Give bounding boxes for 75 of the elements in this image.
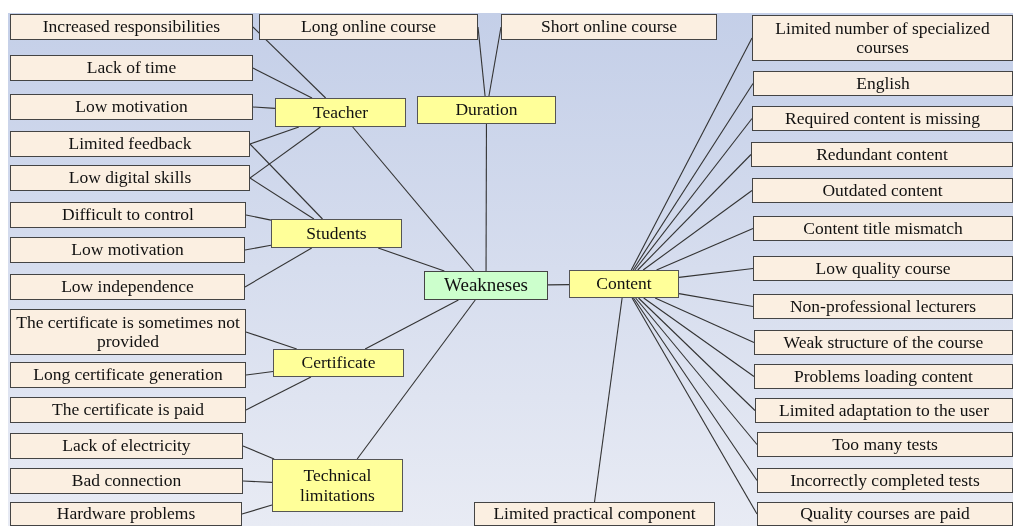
connector-line [242, 480, 273, 483]
connector-line [245, 370, 274, 376]
issue-box: Low motivation [10, 94, 253, 120]
connector-line [593, 297, 623, 503]
issue-box: Weak structure of the course [754, 330, 1013, 355]
issue-box: Incorrectly completed tests [757, 468, 1013, 493]
connector-line [352, 126, 475, 272]
connector-line [356, 299, 476, 460]
issue-box: Low digital skills [10, 165, 250, 191]
issue-box: Long certificate generation [10, 362, 246, 388]
connector-line [547, 284, 570, 286]
category-box: Content [569, 270, 679, 298]
issue-box: Outdated content [752, 178, 1013, 203]
connector-line [245, 376, 312, 411]
category-box: Certificate [273, 349, 404, 377]
connector-line [485, 123, 487, 272]
issue-box: Bad connection [10, 468, 243, 494]
connector-line [249, 126, 300, 145]
connector-line [245, 331, 298, 350]
category-box: Technical limitations [272, 459, 403, 512]
connector-line [242, 445, 275, 460]
issue-box: Limited feedback [10, 131, 250, 157]
category-box: Teacher [275, 98, 406, 127]
connector-line [678, 293, 754, 308]
connector-line [252, 67, 313, 99]
issue-box: English [753, 71, 1013, 96]
connector-line [630, 37, 753, 271]
connector-line [654, 297, 755, 344]
central-topic-box: Weakneses [424, 271, 548, 300]
connector-line [642, 189, 753, 271]
issue-box: Limited adaptation to the user [755, 398, 1013, 423]
issue-box: Low independence [10, 274, 245, 300]
issue-box: Non-professional lecturers [753, 294, 1013, 319]
connector-line [631, 297, 758, 515]
issue-box: The certificate is paid [10, 397, 246, 423]
issue-box: Short online course [501, 14, 717, 40]
issue-box: Redundant content [751, 142, 1013, 167]
connector-line [241, 504, 273, 515]
issue-box: Lack of electricity [10, 433, 243, 459]
issue-box: Quality courses are paid [757, 502, 1013, 526]
connector-line [637, 297, 756, 412]
connector-line [377, 247, 445, 272]
connector-line [656, 227, 754, 271]
connector-line [634, 117, 753, 271]
category-box: Duration [417, 96, 556, 124]
issue-box: Lack of time [10, 55, 253, 81]
connector-line [245, 214, 272, 221]
issue-box: Limited number of specialized courses [752, 15, 1013, 61]
issue-box: Required content is missing [752, 106, 1013, 131]
connector-line [632, 82, 754, 271]
issue-box: Low motivation [10, 237, 245, 263]
issue-box: Problems loading content [754, 364, 1013, 389]
connector-line [252, 26, 327, 99]
issue-box: Too many tests [757, 432, 1013, 457]
connector-line [249, 126, 322, 179]
connector-line [632, 297, 758, 482]
connector-line [244, 244, 272, 251]
category-box: Students [271, 219, 402, 248]
issue-box: Low quality course [753, 256, 1013, 281]
connector-line [635, 297, 758, 446]
issue-box: Long online course [259, 14, 478, 40]
connector-line [244, 247, 313, 288]
connector-line [249, 143, 324, 220]
issue-box: Increased responsibilities [10, 14, 253, 40]
connector-line [678, 267, 754, 278]
connector-line [252, 106, 276, 109]
issue-box: Hardware problems [10, 502, 242, 526]
connector-line [643, 297, 755, 378]
issue-box: Content title mismatch [753, 216, 1013, 241]
issue-box: Difficult to control [10, 202, 246, 228]
issue-box: The certificate is sometimes not provided [10, 309, 246, 355]
connector-line [249, 177, 315, 220]
connector-line [637, 153, 752, 271]
issue-box: Limited practical component [474, 502, 715, 526]
connector-line [364, 299, 459, 350]
